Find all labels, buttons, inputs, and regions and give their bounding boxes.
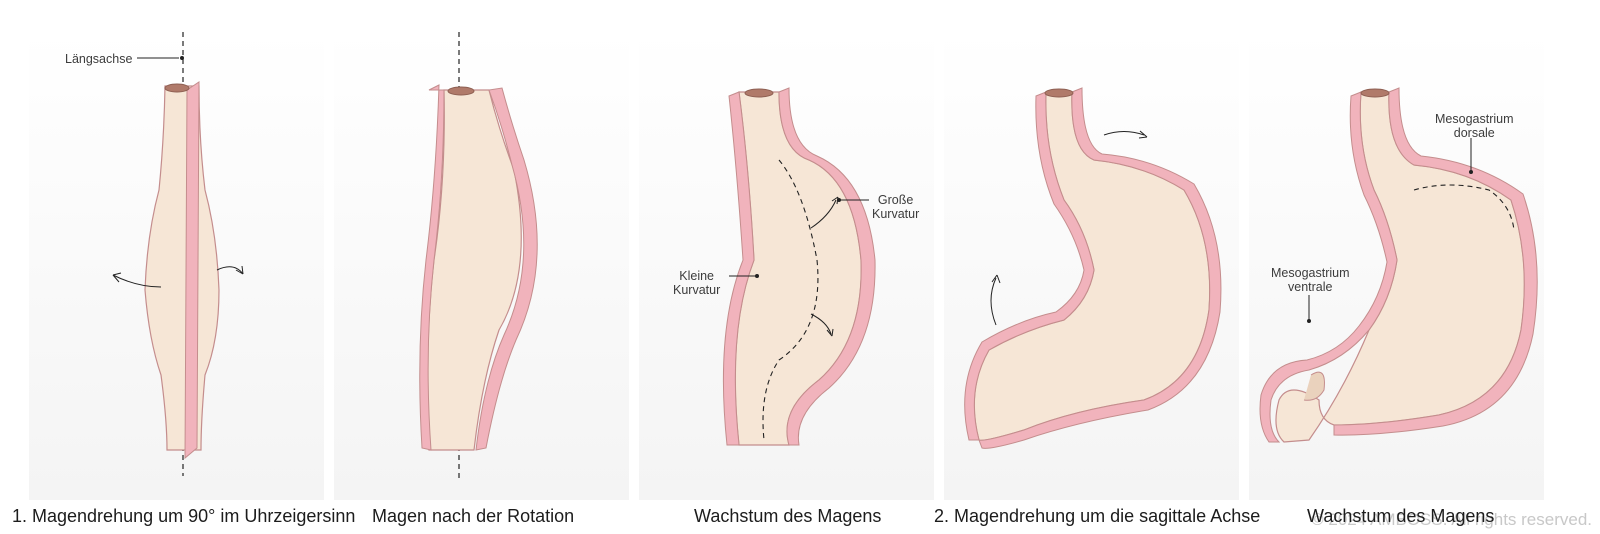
greater-curvature-wall (475, 87, 538, 451)
panel-sagittal-rotation (944, 30, 1239, 500)
greater-curvature-wall (1333, 87, 1538, 436)
caption-panel-1: 1. Magendrehung um 90° im Uhrzeigersinn (12, 506, 356, 526)
panel-rotation-longitudinal: Längsachse (29, 30, 324, 500)
mesogastrium-dorsale-label: Mesogastrium dorsale (1435, 112, 1514, 140)
lesser-curvature-wall (419, 84, 445, 451)
rotation-arrow-top (1103, 131, 1145, 136)
mesogastrium-dashed (1413, 184, 1515, 231)
tube-body (144, 85, 220, 451)
rotation-arrow-bottom (990, 277, 997, 326)
panel-growth-2: Mesogastrium dorsale Mesogastrium ventra… (1249, 30, 1544, 500)
greater-curvature-wall (778, 87, 876, 446)
growth-arrow-up (810, 199, 837, 229)
rotation-arrow-right (216, 266, 244, 275)
mesogastrium-dorsale-line2: dorsale (1453, 126, 1495, 140)
lesser-curvature-wall (722, 91, 755, 446)
esophagus-lumen (1360, 88, 1390, 98)
stomach-rotated-figure (419, 32, 538, 480)
mesogastrium-ventrale-label: Mesogastrium ventrale (1271, 266, 1350, 294)
esophagus-lumen (447, 86, 475, 96)
esophagus-lumen (744, 88, 774, 98)
pylorus-bulge (1303, 371, 1325, 401)
caption-panel-2: Magen nach der Rotation (372, 506, 575, 526)
caption-panel-3: Wachstum des Magens (694, 506, 882, 526)
lesser-curvature-wall (1259, 91, 1398, 443)
lesser-curvature-label-line2: Kurvatur (673, 283, 721, 297)
stomach-final-figure (1259, 87, 1538, 443)
rotation-arrow-left (112, 274, 162, 288)
greater-curvature-label-line1: Große (877, 193, 914, 207)
tube-lumen (164, 83, 190, 93)
mesogastrium-dorsale-line1: Mesogastrium (1435, 112, 1514, 126)
copyright-watermark: © 2024 AMBOSS. All rights reserved. (1311, 510, 1592, 529)
caption-panel-5: Wachstum des Magens (1307, 506, 1495, 526)
panel-after-rotation (334, 30, 629, 500)
caption-panel-4: 2. Magendrehung um die sagittale Achse (934, 506, 1261, 526)
lesser-curvature-label: Kleine Kurvatur (673, 269, 720, 297)
stomach-tube-figure (112, 32, 244, 476)
mesentery-fold (184, 81, 200, 460)
stomach-sagittal-figure (964, 87, 1222, 449)
lesser-curvature-wall (964, 91, 1095, 441)
growth-arrow-down (810, 313, 832, 335)
greater-curvature-wall (978, 87, 1222, 449)
stomach-growth-figure (722, 87, 876, 446)
esophagus-lumen (1044, 88, 1074, 98)
greater-curvature-label: Große Kurvatur (872, 193, 919, 221)
axis-leader-dot (180, 56, 184, 60)
mesogastrium-ventrale-line2: ventrale (1288, 280, 1333, 294)
greater-curvature-label-line2: Kurvatur (872, 207, 920, 221)
panel-growth-1: Große Kurvatur Kleine Kurvatur (639, 30, 934, 500)
mesogastrium-ventrale-line1: Mesogastrium (1271, 266, 1350, 280)
lesser-curvature-label-line1: Kleine (679, 269, 714, 283)
axis-label: Längsachse (65, 52, 133, 66)
